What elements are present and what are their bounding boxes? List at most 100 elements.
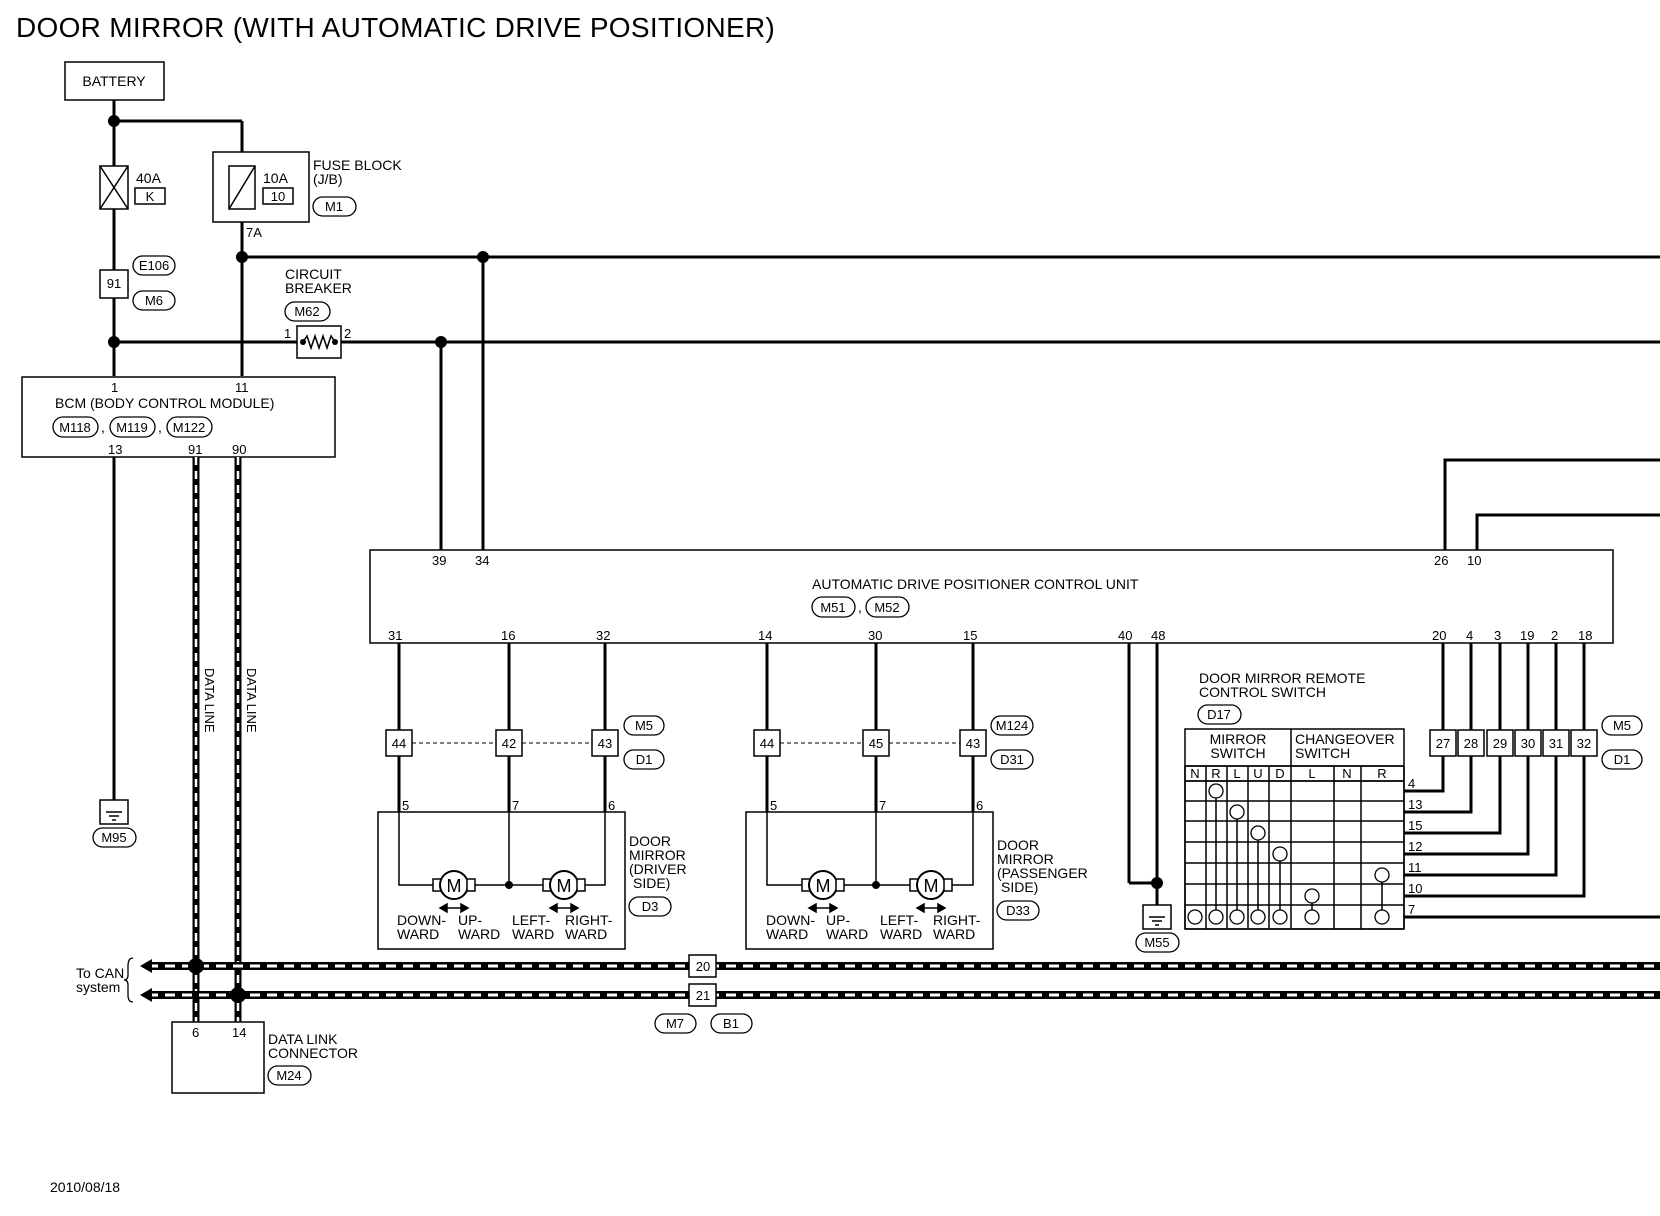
adp-bottom-pin-label: 30 (868, 628, 882, 643)
adp-sep: , (858, 599, 862, 615)
switch-col-label: R (1377, 766, 1386, 781)
remote-switch-title: DOOR MIRROR REMOTE (1199, 670, 1365, 686)
connector-m118: M118 (59, 420, 91, 435)
pass-up-label2: WARD (826, 926, 868, 942)
driver-mirror-label4: SIDE) (633, 875, 670, 891)
connector-m122: M122 (173, 420, 206, 435)
can-label2: system (76, 979, 120, 995)
remote-pin-label: 13 (1408, 797, 1422, 812)
pass-mirror-pin-7: 7 (879, 798, 886, 813)
changeover-label: CHANGEOVER (1295, 731, 1395, 747)
driver-mirror-label3: (DRIVER (629, 861, 687, 877)
switch-col-label: L (1233, 766, 1240, 781)
pass-joint-pin-45: 45 (869, 736, 883, 751)
bcm-sep2: , (158, 419, 162, 435)
adp-control-unit (369, 549, 1614, 644)
connector-d3: D3 (642, 899, 659, 914)
connector-m24: M24 (276, 1068, 301, 1083)
driver-down-label2: WARD (397, 926, 439, 942)
switch-contact-icon (1374, 867, 1390, 883)
pass-right-label: RIGHT- (933, 912, 981, 928)
remote-pin-label: 12 (1408, 839, 1422, 854)
switch-contact-icon (1272, 909, 1288, 925)
battery-box (64, 61, 165, 101)
switch-contact-icon (1229, 909, 1245, 925)
driver-mirror-pin-6: 6 (608, 798, 615, 813)
bcm-pin-13: 13 (108, 442, 122, 457)
remote-joint-pin: 31 (1549, 736, 1563, 751)
dlc-label: DATA LINK (268, 1031, 338, 1047)
data-link-connector (171, 1021, 265, 1094)
can-arrow-2-icon (140, 988, 152, 1002)
connector-d1-driver: D1 (636, 752, 653, 767)
driver-up-label2: WARD (458, 926, 500, 942)
bcm-pin-11: 11 (235, 380, 249, 395)
remote-pin-label: 10 (1408, 881, 1422, 896)
can-connector-21 (688, 983, 717, 1007)
switch-contact-icon (1304, 909, 1320, 925)
adp-pin-10: 10 (1467, 553, 1481, 568)
dlc-label2: CONNECTOR (268, 1045, 358, 1061)
adp-pin-39: 39 (432, 553, 446, 568)
pass-down-label: DOWN- (766, 912, 815, 928)
driver-mirror-label2: MIRROR (629, 847, 686, 863)
switch-col-label: N (1342, 766, 1351, 781)
adp-bottom-pin-label: 31 (388, 628, 402, 643)
driver-arrow-leftright-icon (548, 902, 580, 914)
driver-motor-2-label: M (557, 876, 572, 896)
pass-left-label2: WARD (880, 926, 922, 942)
fuse-40a-code: K (146, 189, 155, 204)
fuse-block-jb: (J/B) (313, 171, 343, 187)
diagram-title: DOOR MIRROR (WITH AUTOMATIC DRIVE POSITI… (16, 12, 776, 43)
connector-m124: M124 (996, 718, 1029, 733)
fuse-block-pin: 7A (246, 225, 262, 240)
switch-contact-icon (1187, 909, 1203, 925)
switch-contact-icon (1208, 783, 1224, 799)
can-label: To CAN (76, 965, 124, 981)
connector-d33: D33 (1006, 903, 1030, 918)
pass-mirror-pin-6: 6 (976, 798, 983, 813)
circuit-breaker-label2: BREAKER (285, 280, 352, 296)
changeover-label2: SWITCH (1295, 745, 1350, 761)
switch-contact-icon (1272, 846, 1288, 862)
pass-mirror-label2: MIRROR (997, 851, 1054, 867)
connector-e106: E106 (139, 258, 169, 273)
driver-joint-pin-42: 42 (502, 736, 516, 751)
dlc-pin-6: 6 (192, 1025, 199, 1040)
adp-bottom-pin-label: 40 (1118, 628, 1132, 643)
connector-m6: M6 (145, 293, 163, 308)
data-line-label-1: DATA LINE (202, 668, 217, 733)
inline-connector-91 (99, 269, 129, 299)
can-pin-20: 20 (696, 959, 710, 974)
connector-b1: B1 (723, 1016, 739, 1031)
inline-pin-91: 91 (107, 276, 121, 291)
switch-contact-icon (1229, 804, 1245, 820)
adp-name: AUTOMATIC DRIVE POSITIONER CONTROL UNIT (812, 576, 1139, 592)
adp-bottom-pin-label: 3 (1494, 628, 1501, 643)
adp-bottom-pin-label: 15 (963, 628, 977, 643)
adp-bottom-pin-label: 4 (1466, 628, 1473, 643)
data-line-label-2: DATA LINE (244, 668, 259, 733)
driver-motor-1-label: M (447, 876, 462, 896)
remote-joint-pin: 27 (1436, 736, 1450, 751)
remote-joint-pin: 28 (1464, 736, 1478, 751)
pass-up-label: UP- (826, 912, 850, 928)
passenger-motor-2-label: M (924, 876, 939, 896)
adp-pin-34: 34 (475, 553, 489, 568)
pass-mirror-label4: SIDE) (1001, 879, 1038, 895)
passenger-arrow-leftright-icon (915, 902, 947, 914)
bcm-pin-90: 90 (232, 442, 246, 457)
switch-col-label: L (1308, 766, 1315, 781)
adp-bottom-pin-label: 19 (1520, 628, 1534, 643)
connector-d1-remote: D1 (1614, 752, 1631, 767)
fuse-10a-code: 10 (271, 189, 285, 204)
driver-left-label: LEFT- (512, 912, 550, 928)
switch-col-label: U (1253, 766, 1262, 781)
driver-left-label2: WARD (512, 926, 554, 942)
remote-joint-pin: 29 (1493, 736, 1507, 751)
switch-contact-icon (1374, 909, 1390, 925)
driver-mirror-pin-7: 7 (512, 798, 519, 813)
connector-d31: D31 (1000, 752, 1024, 767)
